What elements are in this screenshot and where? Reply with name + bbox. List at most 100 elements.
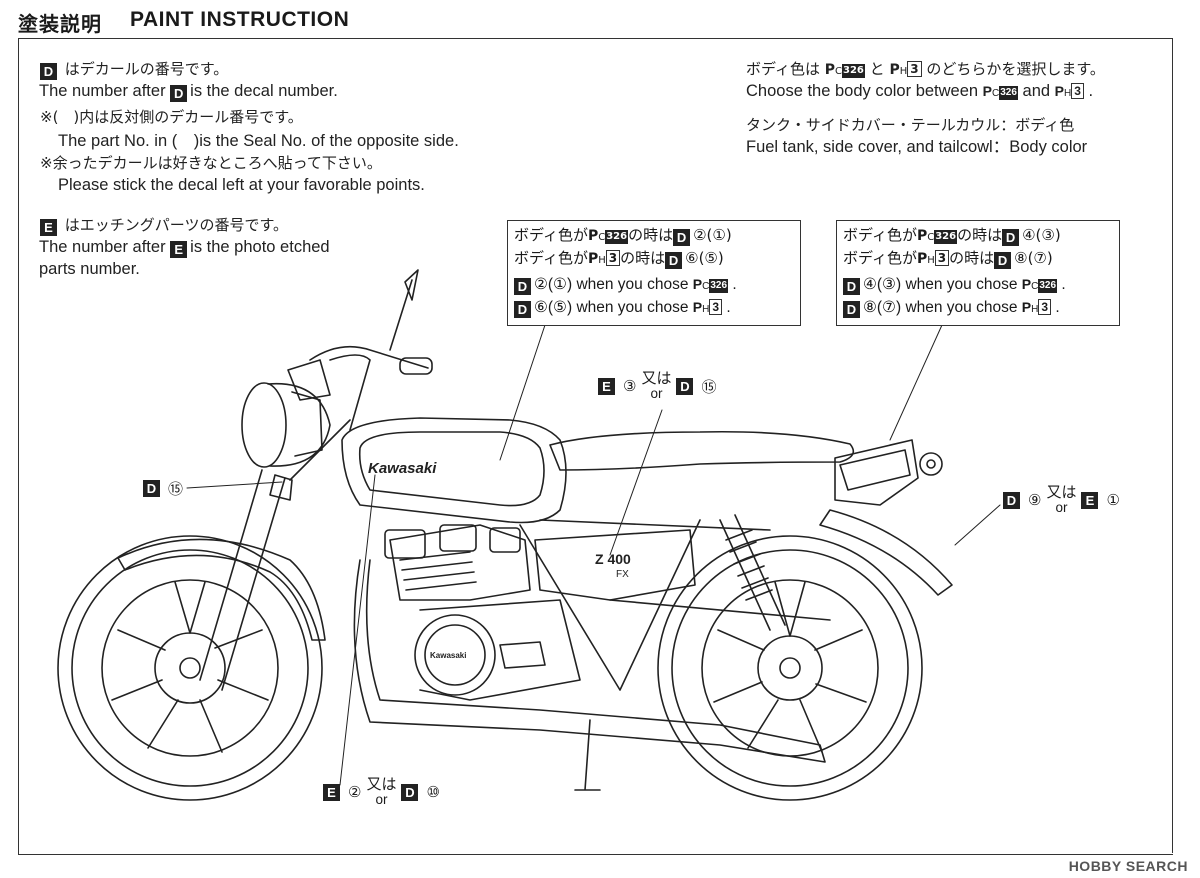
etched-e-badge: E: [170, 241, 188, 258]
etched-e-badge: E: [323, 783, 340, 801]
frame: [289, 419, 831, 691]
callout-dot: .: [1055, 299, 1060, 316]
note-leftover-jp: ※余ったデカールは好きなところへ貼って下さい。: [40, 154, 382, 172]
paint-code: 326: [841, 64, 865, 78]
note-opposite-en: The part No. in ( )is the Seal No. of th…: [58, 132, 459, 150]
or-jp: 又は: [1046, 483, 1077, 501]
note-e-en-2: parts number.: [39, 260, 140, 278]
paint-code: 3: [1038, 299, 1052, 315]
decal-d-badge: D: [40, 63, 57, 80]
paint-code: 3: [907, 61, 922, 77]
or-jp: 又は: [366, 775, 397, 793]
callout-num: ⑧(⑦): [863, 299, 902, 316]
decal-d-badge: D: [843, 278, 860, 295]
callout-jp: ボディ色が: [514, 226, 588, 244]
paint-sub: C: [992, 88, 1000, 99]
rear-fender: [819, 509, 953, 596]
paint-code: 3: [934, 250, 950, 266]
paint-pc-chip: PC326: [692, 274, 729, 297]
body-color-en: Choose the body color between PC326 and …: [746, 80, 1093, 105]
paint-letter: P: [824, 62, 835, 78]
front-wheel: [57, 535, 323, 801]
paint-pc-chip: PC326: [917, 226, 958, 248]
handlebar: [287, 269, 433, 431]
decal-d-badge: D: [170, 85, 188, 102]
decal-d-badge: D: [665, 252, 683, 269]
or-en: or: [650, 386, 663, 401]
decal-d-badge: D: [1003, 491, 1020, 509]
body-color-jp-b: と: [869, 60, 885, 78]
paint-letter: P: [1021, 276, 1032, 292]
decal-d-badge: D: [401, 783, 419, 801]
paint-letter: P: [587, 251, 599, 267]
engine: [384, 524, 581, 701]
engine-badge-label: Kawasaki: [430, 651, 467, 660]
note-e-en-a: The number after: [39, 238, 166, 256]
paint-sub: H: [598, 255, 606, 266]
leader-lines: [186, 324, 1001, 786]
paint-sub: H: [927, 255, 935, 266]
paint-letter: P: [587, 228, 599, 244]
callout-jp: の時は: [628, 226, 674, 244]
paint-letter: P: [692, 276, 703, 292]
paint-sub: C: [835, 66, 842, 77]
note-d-en-b: is the decal number.: [190, 82, 338, 100]
callout-dot: .: [732, 276, 737, 293]
callout-dot: .: [726, 299, 731, 316]
side-sub-label: FX: [616, 569, 629, 580]
decal-d-badge: D: [143, 480, 160, 497]
sidestand: [574, 719, 601, 791]
callout-en: when you chose: [576, 299, 689, 316]
paint-code: 326: [605, 230, 629, 244]
callout-num: ④(③): [863, 276, 902, 293]
label-num: ③: [623, 378, 637, 395]
paint-letter: P: [1021, 299, 1032, 315]
body-color-en-b: and: [1022, 82, 1051, 100]
paint-letter: P: [982, 83, 993, 99]
fuel-tank: [341, 417, 567, 524]
rear-wheel: [657, 535, 923, 801]
paint-pc-chip: PC326: [587, 226, 629, 248]
body-parts-en: Fuel tank, side cover, and tailcowl：Body…: [746, 138, 1088, 156]
label-num: ⑮: [168, 481, 184, 498]
header: 塗装説明 PAINT INSTRUCTION: [18, 6, 1188, 38]
etched-e-badge: E: [40, 219, 57, 236]
callout-dot: .: [1061, 276, 1066, 293]
note-e-en-b: is the photo etched: [190, 238, 330, 256]
callout-jp: ボディ色が: [843, 249, 917, 267]
paint-sub: H: [1064, 88, 1072, 99]
paint-sub: H: [1031, 304, 1039, 315]
callout-num: ⑥(⑤): [534, 299, 573, 316]
paint-code: 326: [1038, 279, 1058, 293]
paint-letter: P: [692, 299, 703, 315]
watermark: HOBBY SEARCH: [1068, 858, 1188, 874]
paint-sub: H: [899, 66, 908, 77]
label-num: ②: [348, 784, 362, 801]
content-frame: [18, 38, 1173, 855]
label-num: ⑮: [701, 378, 717, 396]
side-cover: [534, 529, 696, 601]
note-opposite-jp: ※( )内は反対側のデカール番号です。: [40, 108, 303, 126]
paint-sub: C: [927, 232, 935, 243]
paint-letter: P: [916, 251, 928, 267]
label-num: ⑩: [426, 784, 440, 801]
note-d-en-a: The number after: [39, 82, 166, 100]
note-leftover-en: Please stick the decal left at your favo…: [58, 176, 425, 194]
body-color-en-c: .: [1088, 82, 1094, 100]
